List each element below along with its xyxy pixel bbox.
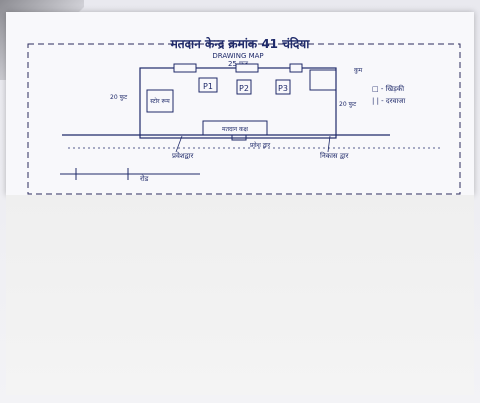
right-side-label: 20 फुट <box>339 101 357 108</box>
road-label: रोड <box>140 174 149 183</box>
legend-window: □ - खिड़की <box>372 84 404 93</box>
booth-label: P2 <box>239 84 249 93</box>
entry-label: प्रवेशद्वार <box>172 151 193 160</box>
window <box>289 63 303 73</box>
doorway-label: प्रवेश द्वार <box>250 141 271 149</box>
blank-area <box>6 195 474 395</box>
legend-door: | | - दरवाजा <box>372 97 405 105</box>
exit-pointer <box>327 135 331 153</box>
subtitle-text: DRAWING MAP <box>212 52 263 60</box>
booth-box <box>236 79 252 95</box>
window <box>235 63 259 73</box>
drawing-sheet <box>6 12 474 195</box>
booth-label: P1 <box>203 82 213 91</box>
entry-pointer <box>175 135 183 153</box>
center-room-label: मतदान कक्ष <box>222 126 249 133</box>
booth-box <box>198 77 218 93</box>
right-room <box>309 69 337 91</box>
title-text: मतदान केन्द्र क्रमांक 41 चंदिया <box>170 37 311 51</box>
left-side-label: 20 फुट <box>110 94 128 101</box>
booth-box <box>275 79 291 95</box>
right-room-label: कुम <box>354 67 363 74</box>
exit-label: निकास द्वार <box>320 151 349 160</box>
store-room-label: स्टोर रूम <box>150 97 170 105</box>
booth-label: P3 <box>278 84 288 93</box>
store-room <box>146 89 174 113</box>
window <box>173 63 197 73</box>
dashed-border <box>27 43 461 195</box>
